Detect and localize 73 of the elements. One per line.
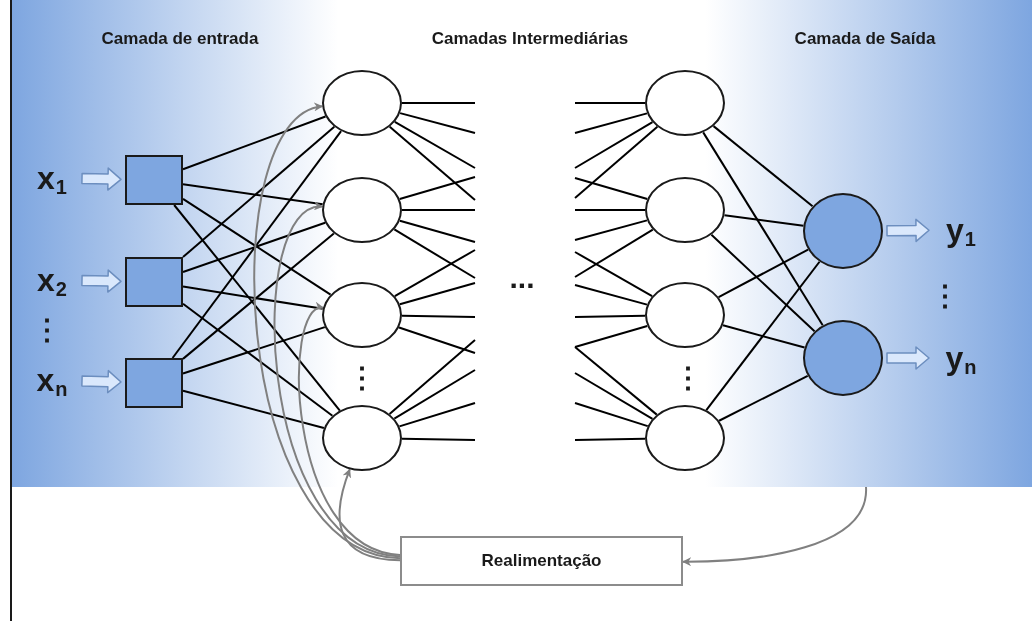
arrow (682, 486, 867, 567)
feedback-box: Realimentação (400, 536, 683, 586)
block-arrow (886, 218, 930, 243)
connection-line (574, 125, 659, 199)
block-arrow (81, 167, 122, 191)
block-arrow (81, 369, 122, 394)
connection-line (182, 232, 335, 360)
connection-line (717, 248, 810, 299)
connection-line (398, 402, 476, 428)
connection-line (574, 251, 654, 298)
connection-line (574, 284, 648, 306)
connection-line (710, 233, 816, 333)
connection-line (718, 374, 809, 422)
layer-heading: Camada de Saída (793, 28, 937, 50)
block-arrow (81, 269, 122, 293)
input-square (125, 358, 183, 408)
connection-line (182, 115, 327, 171)
connection-line (574, 372, 654, 420)
connection-line (712, 125, 814, 208)
connection-line (574, 209, 646, 211)
connection-line (398, 219, 476, 243)
connection-line (574, 112, 648, 134)
connection-line (574, 346, 658, 416)
layer-heading: Camada de entrada (100, 28, 260, 50)
variable-label: y$_{n}$ (933, 338, 989, 378)
connection-line (171, 130, 343, 359)
connection-line (574, 102, 646, 104)
connection-line (388, 125, 476, 201)
variable-label: y$_{1}$ (933, 210, 989, 250)
connection-line (393, 228, 476, 279)
input-square (125, 257, 183, 307)
input-square (125, 155, 183, 205)
connection-line (182, 125, 336, 259)
connection-line (574, 177, 649, 201)
connection-line (574, 219, 648, 241)
ellipsis: ... (508, 260, 536, 296)
connection-line (401, 209, 476, 211)
ellipsis: ⋮ (930, 279, 960, 313)
connection-line (401, 102, 476, 104)
connection-line (393, 369, 476, 420)
variable-label: x$_{n}$ (26, 360, 78, 400)
connection-line (173, 204, 341, 412)
connection-line (182, 389, 325, 429)
connection-line (401, 437, 476, 441)
connection-line (182, 302, 334, 417)
connection-line (574, 228, 654, 278)
connection-line (182, 326, 326, 375)
connection-line (574, 121, 654, 169)
connection-line (399, 112, 476, 134)
connection-line (574, 402, 649, 428)
ellipsis: ⋮ (32, 313, 62, 347)
connection-line (393, 249, 476, 298)
connection-line (574, 437, 646, 441)
connection-line (393, 120, 476, 169)
connection-line (705, 260, 821, 412)
connection-line (574, 324, 649, 348)
connection-line (722, 324, 806, 349)
variable-label: x$_{1}$ (26, 158, 78, 198)
layer-heading: Camadas Intermediárias (430, 28, 630, 50)
connection-line (723, 214, 805, 227)
connection-line (574, 314, 646, 318)
connection-line (702, 131, 824, 327)
ellipsis: ⋮ (673, 361, 703, 395)
connection-line (182, 183, 324, 206)
connection-line (182, 197, 332, 296)
connection-line (388, 339, 476, 416)
block-arrow (886, 346, 930, 370)
connection-line (398, 326, 476, 354)
connection-line (398, 176, 476, 200)
connection-line (401, 314, 476, 318)
variable-label: x$_{2}$ (26, 260, 78, 300)
connection-line (398, 282, 476, 306)
connection-line (182, 285, 324, 310)
